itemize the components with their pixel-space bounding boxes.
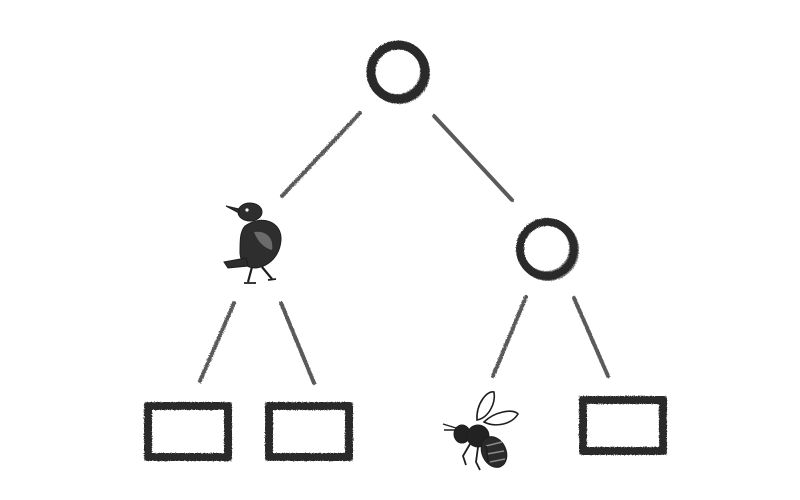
node-leaf-2-rectangle (265, 402, 353, 461)
edge-left-leaf2 (279, 301, 316, 385)
node-right-child-circle (516, 218, 579, 281)
node-leaf-1-rectangle (144, 402, 232, 461)
edge-right-leaf4 (572, 296, 610, 378)
edge-left-leaf1 (198, 301, 236, 383)
bird-icon (223, 202, 282, 284)
edge-right-leaf3 (491, 295, 528, 378)
edge-root-right (432, 114, 514, 202)
edges (198, 111, 610, 385)
node-leaf-4-rectangle (579, 396, 667, 455)
bee-icon (442, 391, 519, 471)
node-root-circle (366, 40, 430, 104)
edge-root-left (280, 111, 362, 198)
